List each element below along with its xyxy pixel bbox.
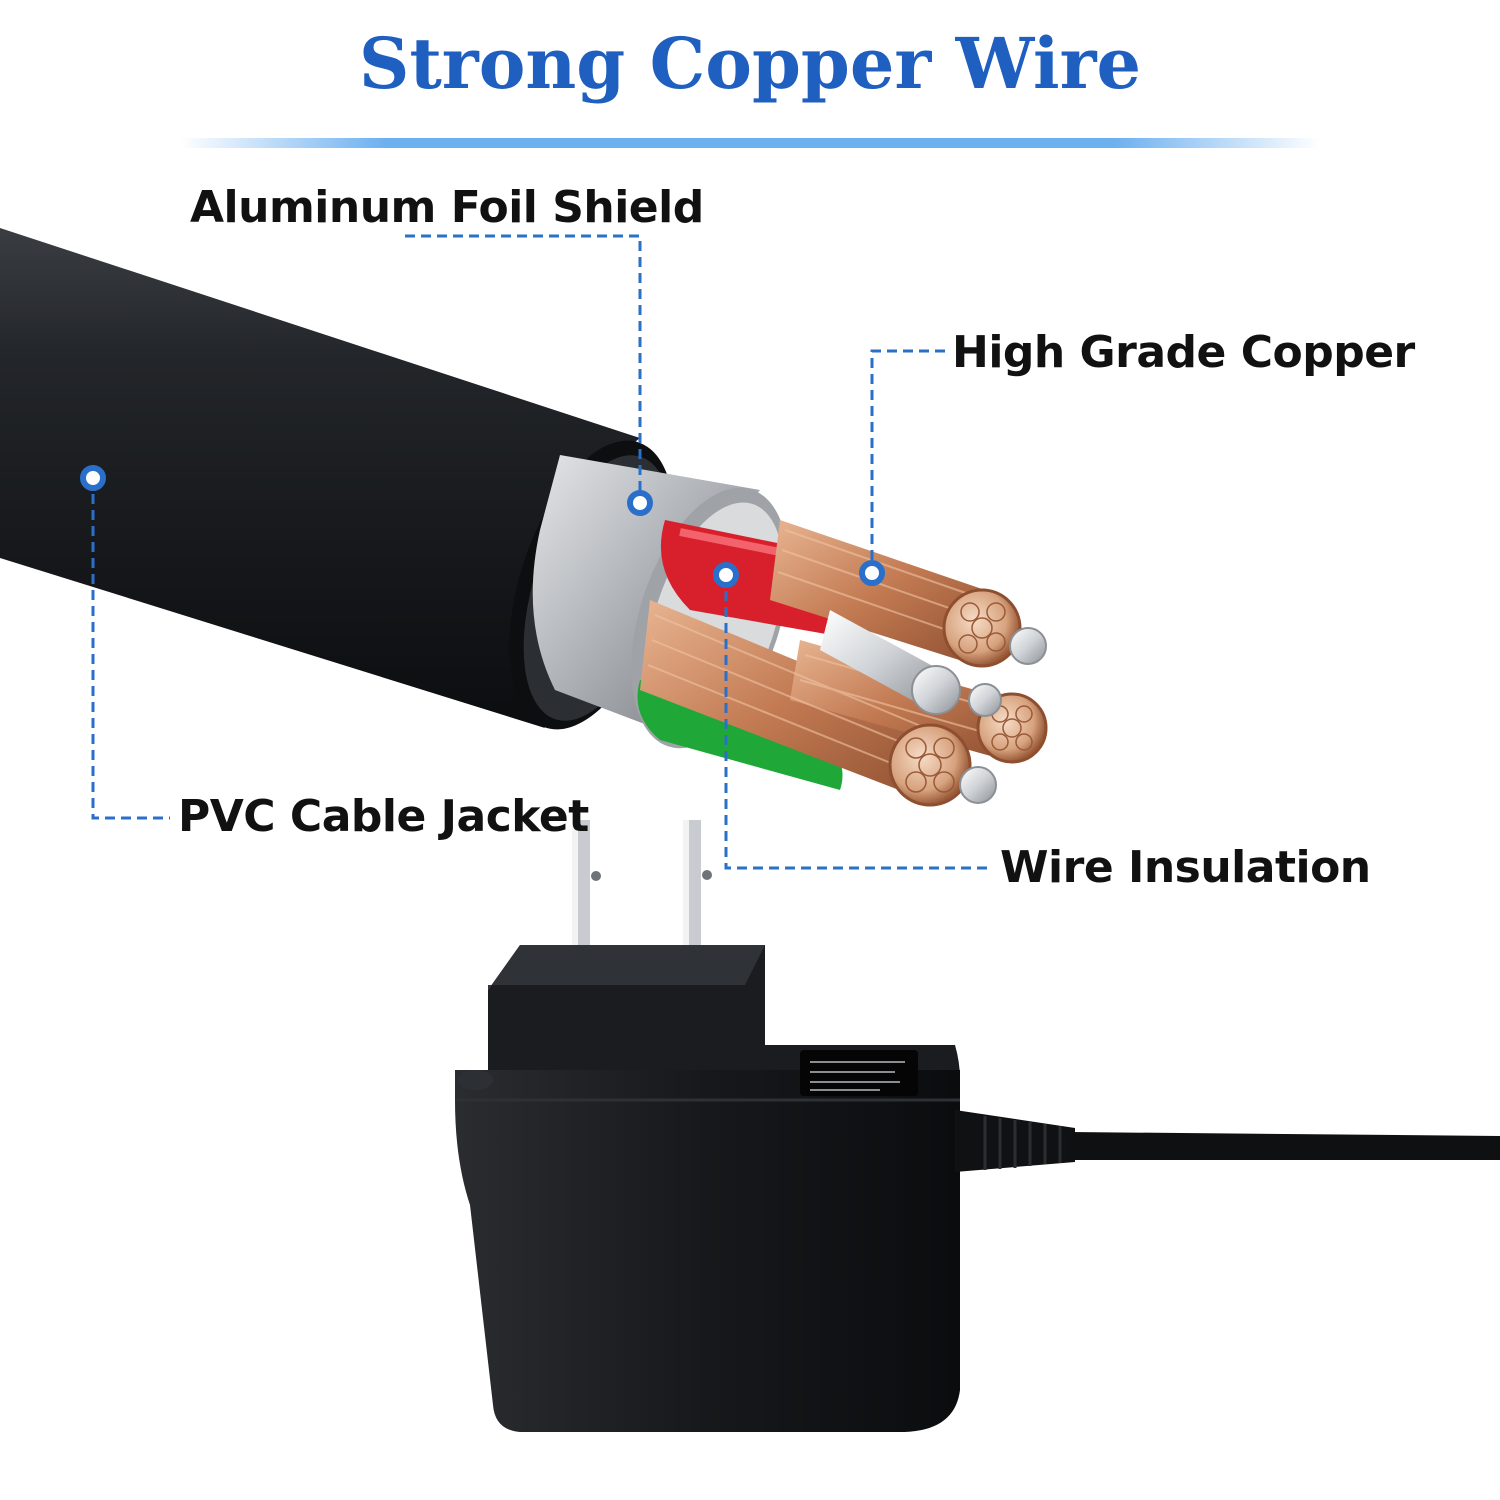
dot-copper: [859, 560, 885, 586]
leader-insulation: [724, 575, 990, 870]
silver-strands: [820, 610, 1047, 804]
page-title: Strong Copper Wire: [358, 22, 1142, 105]
callout-wire-insulation: Wire Insulation: [1000, 842, 1371, 893]
callout-aluminum-foil-shield: Aluminum Foil Shield: [190, 182, 704, 233]
callout-dots: [80, 465, 885, 588]
dot-foil: [627, 490, 653, 516]
callout-high-grade-copper: High Grade Copper: [952, 327, 1415, 378]
dot-insulation: [713, 562, 739, 588]
power-adapter: [455, 820, 1500, 1432]
dot-jacket: [80, 465, 106, 491]
strain-relief: [955, 1110, 1075, 1172]
callout-leader-lines: [91, 234, 990, 870]
leader-jacket: [91, 478, 170, 820]
title-underline: [180, 138, 1320, 148]
callout-pvc-cable-jacket: PVC Cable Jacket: [178, 791, 589, 842]
output-cord: [1070, 1132, 1500, 1160]
copper-strands: [640, 520, 1048, 807]
leader-copper: [870, 349, 945, 570]
rating-label-text-lines: [810, 1061, 905, 1091]
prong-right: [683, 820, 712, 980]
prong-left: [572, 820, 601, 985]
